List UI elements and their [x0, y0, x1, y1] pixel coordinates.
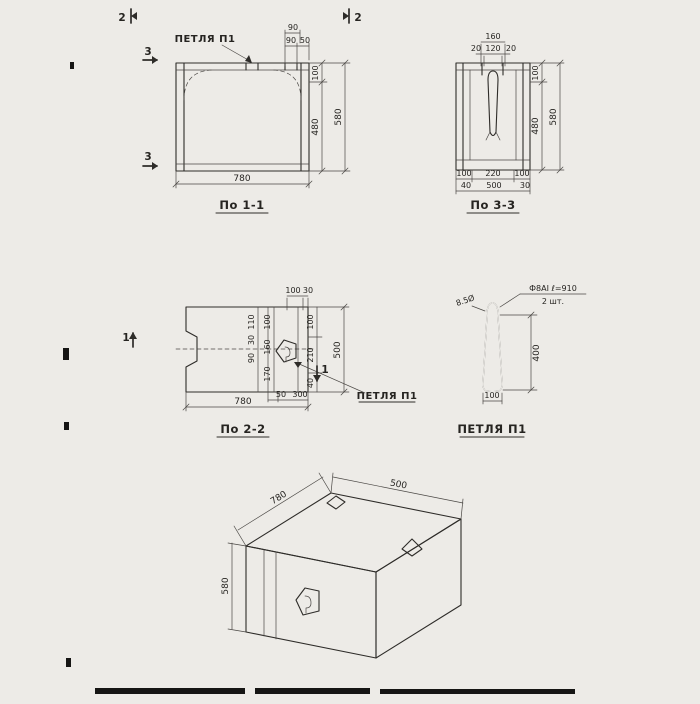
dim-400: 400	[532, 344, 542, 361]
dim-20-right: 20	[506, 44, 516, 53]
cut-marker-2-right: 2	[354, 12, 361, 24]
dim-50: 50	[300, 36, 310, 45]
dim-500-bot: 500	[486, 181, 501, 190]
loop-bar-outline	[482, 302, 503, 392]
dim-30-top-22: 30	[303, 286, 313, 295]
section-1-1-outline	[175, 62, 310, 172]
dim-iso-500: 500	[389, 478, 408, 491]
iso-keyway	[295, 587, 320, 616]
embedded-loop	[487, 70, 499, 137]
dim-100-right-33: 100	[531, 65, 540, 80]
view-title-2-2: По 2-2	[220, 422, 265, 436]
view-title-3-3: По 3-3	[470, 198, 515, 212]
dim-160: 160	[485, 32, 500, 41]
dim-inner-110: 110	[247, 314, 256, 329]
iso-right-face	[375, 518, 462, 659]
loop-callout-label-22: ПЕТЛЯ П1	[357, 391, 418, 402]
dim-210-right-22: 210	[306, 347, 315, 362]
iso-loop-recess-2	[401, 538, 423, 557]
loop-callout-label: ПЕТЛЯ П1	[175, 34, 236, 45]
iso-loop-recess-1	[326, 495, 346, 510]
dim-40-bot: 40	[461, 181, 471, 190]
view-section-2-2: 100 30 110 30 90 100 160 170 100 210 40 …	[122, 286, 418, 438]
cut-marker-3-bottom: 3	[144, 151, 151, 163]
dim-inner-170: 170	[263, 366, 272, 381]
detail-loop-p1: 8.5Ø Ф8АI ℓ=910 2 шт. 400 100 ПЕТЛЯ П1	[454, 284, 587, 438]
view-section-3-3: 160 20 120 20 100 480 580 100 220 100 40…	[455, 32, 565, 214]
dim-480-right-33: 480	[531, 117, 541, 134]
dim-30-bot: 30	[520, 181, 530, 190]
cut-marker-3-top: 3	[144, 46, 151, 58]
dim-100-bot-a: 100	[456, 169, 471, 178]
dim-100-top-22: 100	[285, 286, 300, 295]
dim-580-right: 580	[334, 108, 344, 125]
bar-spec: Ф8АI ℓ=910	[529, 284, 577, 293]
cut-marker-1-right: 1	[321, 364, 328, 376]
dim-220-bot: 220	[485, 169, 500, 178]
dim-inner-160: 160	[263, 339, 272, 354]
leader-arrow	[245, 55, 252, 63]
view-section-1-1: ПЕТЛЯ П1 90 90 50 100 480 580 780	[118, 8, 362, 214]
dim-480-right: 480	[311, 118, 321, 135]
dim-500-right-22: 500	[333, 341, 343, 358]
dim-780-bot-22: 780	[234, 397, 251, 407]
view-isometric: 780 500 580	[221, 472, 464, 659]
scan-artifacts	[63, 62, 575, 694]
loop-recess	[275, 339, 297, 363]
dim-inner-100: 100	[263, 314, 272, 329]
dim-iso-580: 580	[221, 577, 231, 594]
dim-100-bot-b: 100	[514, 169, 529, 178]
bar-quantity: 2 шт.	[542, 297, 564, 306]
corner-arc-right	[270, 69, 302, 101]
view-title-1-1: По 1-1	[219, 198, 264, 212]
dim-780-bottom: 780	[233, 174, 250, 184]
dim-100-right-22: 100	[306, 314, 315, 329]
detail-title: ПЕТЛЯ П1	[457, 422, 526, 436]
dim-20-left: 20	[471, 44, 481, 53]
dim-inner-90: 90	[247, 353, 256, 363]
dim-580-right-33: 580	[549, 108, 559, 125]
cut-marker-1-left: 1	[122, 332, 129, 344]
dim-40-right-22: 40	[306, 378, 315, 388]
leader-arrow-22	[294, 362, 302, 368]
dim-300-bot-22: 300	[292, 390, 307, 399]
dim-50-bot-22: 50	[276, 390, 286, 399]
dim-100-right: 100	[311, 65, 320, 80]
dim-90-top: 90	[288, 23, 298, 32]
dim-inner-30: 30	[247, 335, 256, 345]
dim-90: 90	[286, 36, 296, 45]
corner-arc-left	[183, 69, 215, 101]
cut-marker-2-left: 2	[118, 12, 125, 24]
bend-note: 8.5Ø	[454, 292, 475, 307]
dim-100-loop: 100	[484, 391, 499, 400]
section-3-3-outline	[455, 62, 531, 171]
dim-120: 120	[485, 44, 500, 53]
